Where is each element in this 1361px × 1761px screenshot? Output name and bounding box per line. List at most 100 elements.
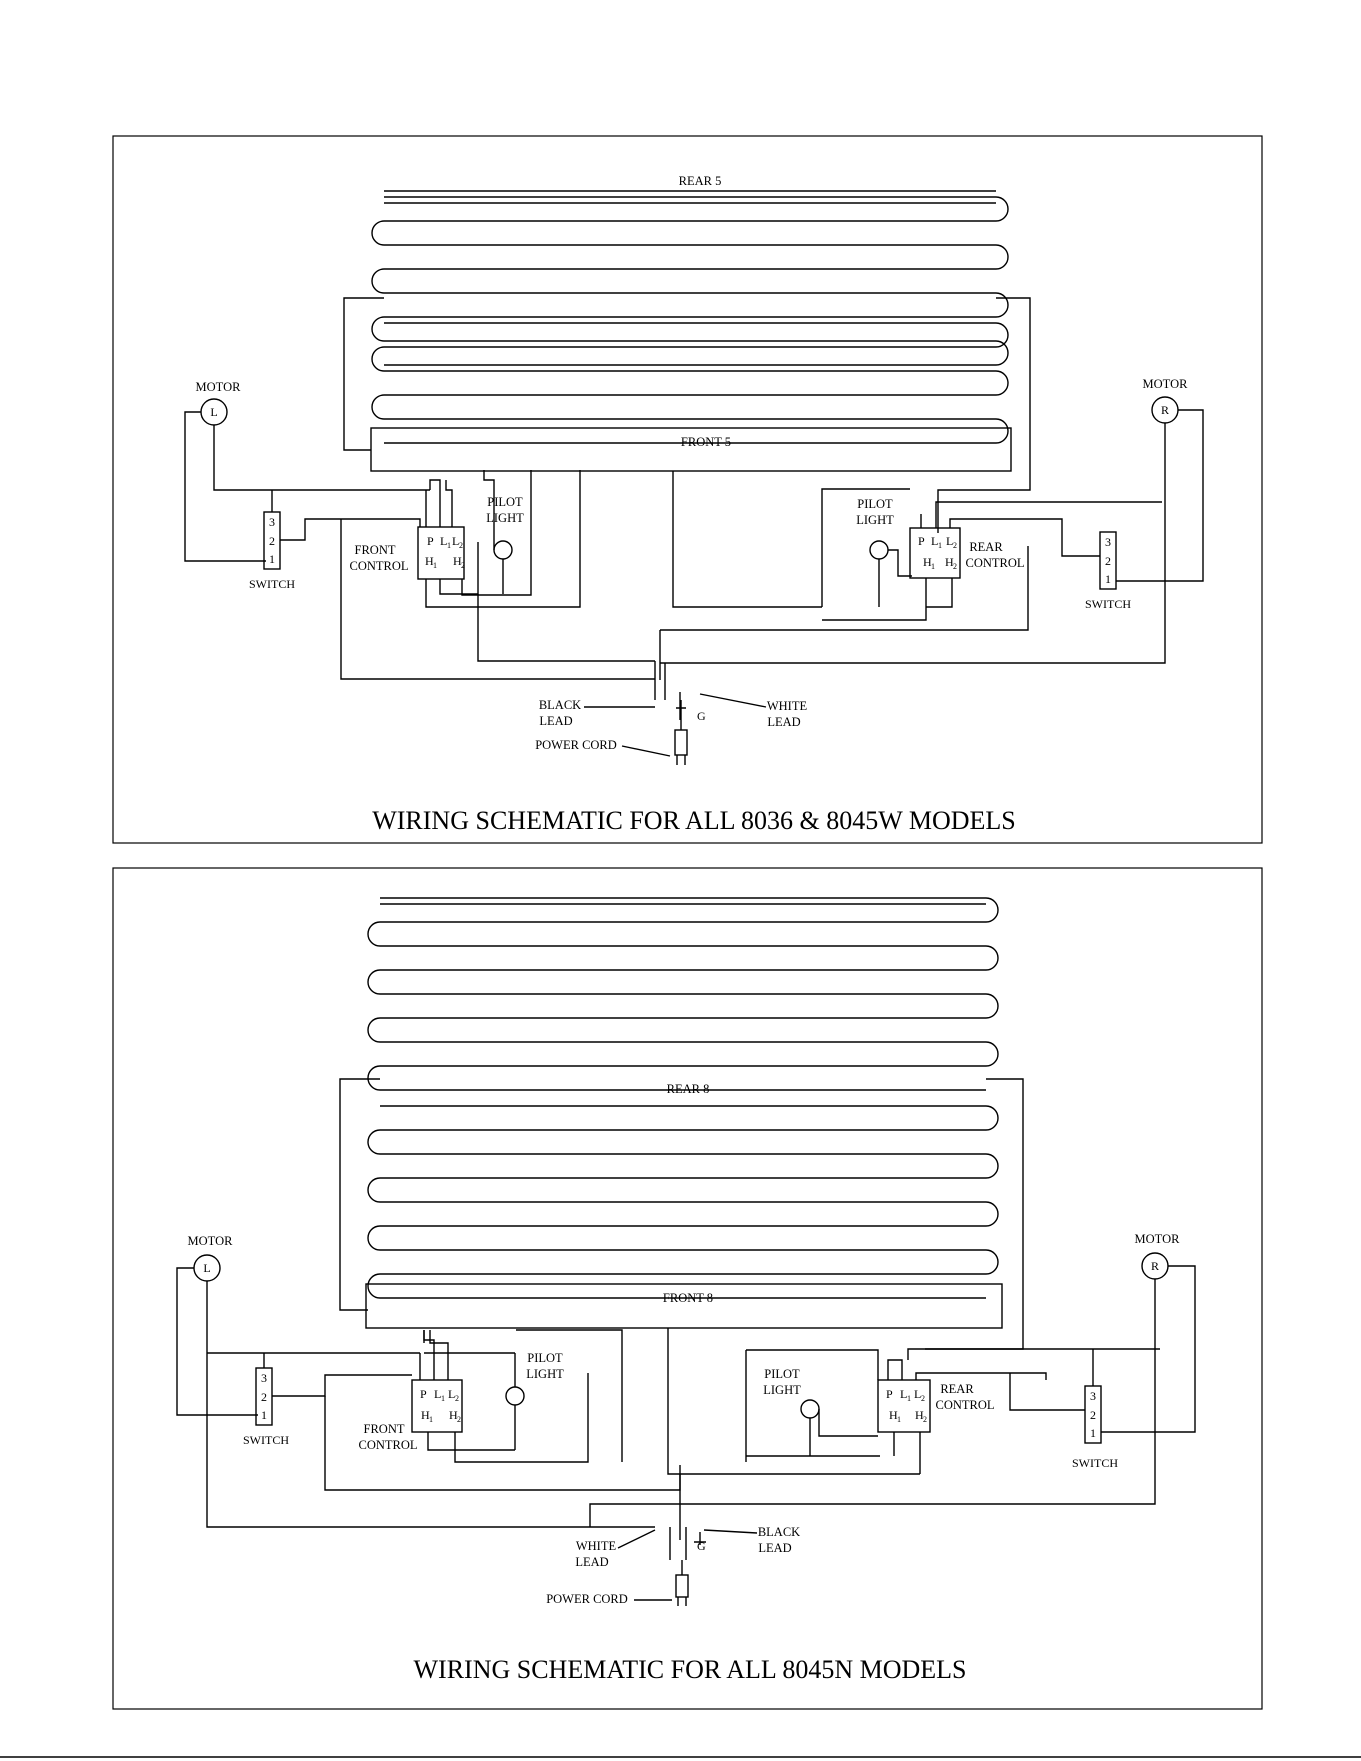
pilot-light-label: PILOT xyxy=(527,1351,563,1365)
switch-terminal: 1 xyxy=(1090,1426,1096,1440)
white-lead-label: WHITE xyxy=(767,699,808,713)
wire xyxy=(672,471,822,608)
wire xyxy=(339,1078,1024,1350)
switch-terminal: 2 xyxy=(1090,1408,1096,1422)
wire xyxy=(937,297,1031,533)
plug-prongs xyxy=(676,700,686,765)
leader-line xyxy=(621,745,671,757)
motor-left-letter: L xyxy=(210,405,217,419)
terminal-h2: H xyxy=(915,1408,924,1422)
wire xyxy=(1009,1373,1085,1411)
wire xyxy=(878,549,912,607)
wire xyxy=(893,1432,921,1474)
terminal-l2: L xyxy=(452,534,459,548)
terminal-h1: H xyxy=(889,1408,898,1422)
subscript: 1 xyxy=(447,541,451,550)
wire xyxy=(263,1353,412,1397)
wire xyxy=(589,1279,1156,1527)
pilot-light-label: LIGHT xyxy=(856,513,894,527)
ground-label: G xyxy=(697,1539,706,1553)
motor-left-label: MOTOR xyxy=(196,380,242,394)
wire xyxy=(1116,409,1204,582)
diagram-frame-top xyxy=(112,135,1263,844)
diagram-title: WIRING SCHEMATIC FOR ALL 8036 & 8045W MO… xyxy=(372,806,1016,835)
switch-terminal: 3 xyxy=(1090,1389,1096,1403)
switch-terminal: 3 xyxy=(1105,535,1111,549)
power-cord-label: POWER CORD xyxy=(546,1592,628,1606)
switch-terminal: 2 xyxy=(1105,554,1111,568)
wire xyxy=(271,490,421,541)
white-lead-label: WHITE xyxy=(576,1539,617,1553)
front-control-label: FRONT xyxy=(364,1422,405,1436)
wire xyxy=(887,1348,1160,1380)
leader-line xyxy=(703,1529,758,1534)
rear-control xyxy=(909,527,961,579)
wire xyxy=(660,423,1166,664)
terminal-l1: L xyxy=(900,1387,907,1401)
leader-line xyxy=(699,693,767,708)
terminal-h1: H xyxy=(923,555,932,569)
subscript: 2 xyxy=(461,561,465,570)
wire xyxy=(477,594,655,662)
subscript: 1 xyxy=(429,1415,433,1424)
diagram-title: WIRING SCHEMATIC FOR ALL 8045N MODELS xyxy=(414,1655,967,1684)
wire xyxy=(667,1328,920,1475)
plug-prongs xyxy=(677,1560,687,1606)
power-cord-label: POWER CORD xyxy=(535,738,617,752)
power-cord-plug xyxy=(674,729,688,756)
motor-right-label: MOTOR xyxy=(1143,377,1189,391)
white-lead-label: LEAD xyxy=(767,715,800,729)
subscript: 2 xyxy=(923,1415,927,1424)
pilot-light-label: LIGHT xyxy=(526,1367,564,1381)
front-control xyxy=(417,526,465,580)
switch-left-label: SWITCH xyxy=(243,1433,289,1447)
rear-control-label: CONTROL xyxy=(935,1398,994,1412)
terminal-l2: L xyxy=(914,1387,921,1401)
power-cord-wires xyxy=(654,630,686,720)
motor-left-label: MOTOR xyxy=(188,1234,234,1248)
motor-right-letter: R xyxy=(1151,1259,1159,1273)
front-control-label: CONTROL xyxy=(358,1438,417,1452)
front-control-label: CONTROL xyxy=(349,559,408,573)
switch-terminal: 1 xyxy=(269,552,275,566)
subscript: 2 xyxy=(459,541,463,550)
terminal-p: P xyxy=(420,1387,427,1401)
subscript: 2 xyxy=(953,562,957,571)
wire xyxy=(660,546,1029,631)
wire xyxy=(920,501,1162,557)
pilot-light-rear-icon xyxy=(869,540,889,560)
switch-right-label: SWITCH xyxy=(1072,1456,1118,1470)
terminal-p: P xyxy=(427,534,434,548)
wire xyxy=(425,479,453,527)
diagram-frame-bottom xyxy=(112,867,1263,1710)
switch-terminal: 1 xyxy=(261,1408,267,1422)
front-element-label: FRONT 8 xyxy=(663,1291,713,1305)
wire xyxy=(746,1349,879,1380)
terminal-p: P xyxy=(886,1387,893,1401)
motor-right-letter: R xyxy=(1161,403,1169,417)
switch-terminal: 2 xyxy=(261,1390,267,1404)
terminal-p: P xyxy=(918,534,925,548)
rear-control-label: REAR xyxy=(969,540,1003,554)
wire xyxy=(483,470,504,594)
terminal-l1: L xyxy=(440,534,447,548)
wire xyxy=(745,1350,880,1462)
wire xyxy=(340,519,655,680)
subscript: 1 xyxy=(441,1394,445,1403)
wire xyxy=(516,1329,623,1462)
terminal-h1: H xyxy=(421,1408,430,1422)
switch-left-label: SWITCH xyxy=(249,577,295,591)
pilot-light-front-icon xyxy=(493,540,513,560)
subscript: 1 xyxy=(433,561,437,570)
subscript: 1 xyxy=(907,1394,911,1403)
front-control xyxy=(411,1379,463,1433)
black-lead-label: BLACK xyxy=(758,1525,800,1539)
subscript: 2 xyxy=(953,541,957,550)
wire xyxy=(822,578,953,621)
wire xyxy=(176,1267,655,1528)
front-element-label: FRONT 5 xyxy=(681,435,731,449)
leader-line xyxy=(617,1529,656,1549)
subscript: 2 xyxy=(455,1394,459,1403)
rear-control xyxy=(877,1379,931,1433)
